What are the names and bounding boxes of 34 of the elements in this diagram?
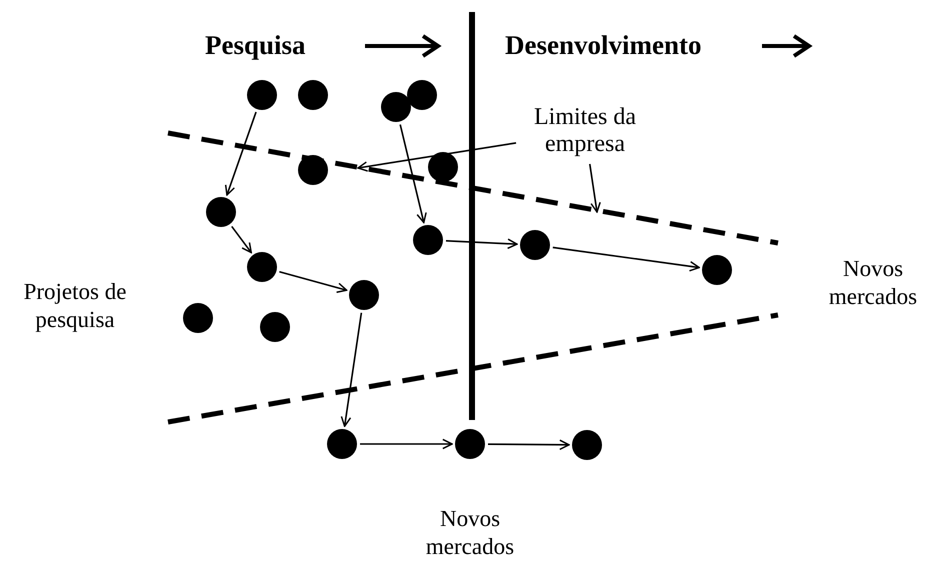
project-dot [413, 225, 443, 255]
project-dot [183, 303, 213, 333]
arrow [488, 439, 570, 450]
leader-line [589, 164, 601, 213]
arrow [552, 246, 700, 272]
arrow [340, 312, 362, 427]
arrow [224, 112, 257, 196]
project-dot [428, 152, 458, 182]
project-dot [247, 80, 277, 110]
arrow [446, 238, 518, 250]
project-dot [381, 92, 411, 122]
project-dot [247, 252, 277, 282]
project-dot [298, 155, 328, 185]
area-label: Novos mercados [424, 505, 516, 560]
phase-heading: Desenvolvimento [505, 30, 702, 61]
arrow [360, 438, 453, 450]
leader-line [357, 142, 516, 172]
callout-text: Limites da empresa [520, 104, 650, 158]
project-dot [349, 280, 379, 310]
project-dot [260, 312, 290, 342]
phase-heading: Pesquisa [205, 30, 306, 61]
arrow [231, 226, 252, 254]
project-dot [407, 80, 437, 110]
area-label: Novos mercados [828, 255, 918, 310]
area-label: Projetos de pesquisa [22, 278, 128, 334]
project-dot [206, 197, 236, 227]
project-dot [455, 429, 485, 459]
project-dot [572, 430, 602, 460]
arrow [399, 124, 427, 224]
project-dot [327, 429, 357, 459]
arrow [279, 271, 348, 293]
project-dot [520, 230, 550, 260]
project-dot [298, 80, 328, 110]
project-dot [702, 255, 732, 285]
